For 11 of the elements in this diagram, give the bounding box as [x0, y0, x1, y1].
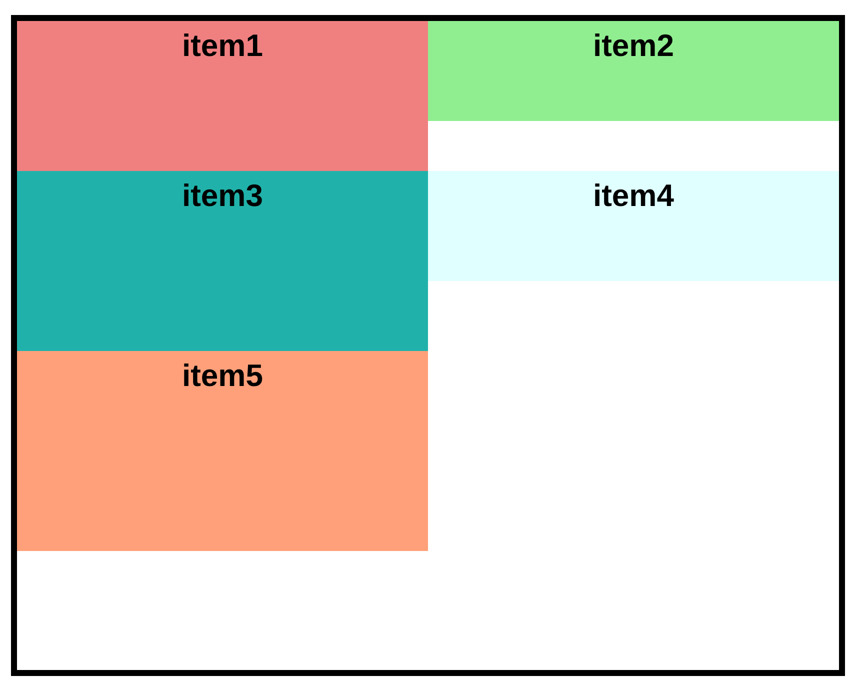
- grid-item: [17, 21, 428, 171]
- item-label: item4: [592, 178, 675, 214]
- grid-item: [17, 351, 428, 551]
- grid-item: [428, 171, 839, 281]
- grid-item: [428, 21, 839, 121]
- item-label: item3: [181, 178, 264, 214]
- item-label: item2: [592, 28, 675, 64]
- item-label: item1: [181, 28, 264, 64]
- grid-item: [17, 171, 428, 351]
- item-label: item5: [181, 358, 264, 394]
- container-box: [11, 15, 845, 676]
